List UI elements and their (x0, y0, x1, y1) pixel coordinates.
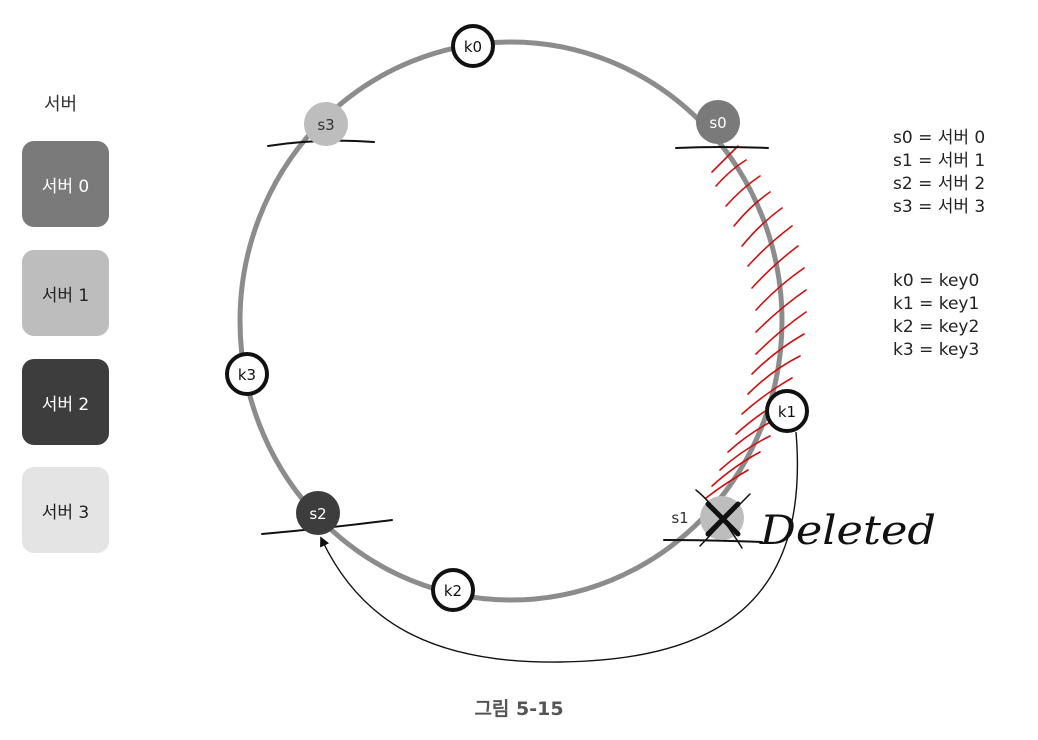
legend-server-1: 서버 1 (22, 250, 109, 336)
ring-key-k1-label: k1 (778, 403, 796, 421)
key-mapping-2: k2 = key2 (893, 317, 980, 337)
key-mapping-3: k3 = key3 (893, 340, 980, 360)
red-hatching (705, 145, 807, 499)
legend-server-1-label: 서버 1 (41, 285, 90, 306)
ring-server-s0: s0 (696, 100, 740, 144)
hash-ring (237, 39, 785, 603)
legend-server-0-label: 서버 0 (41, 176, 90, 197)
tick-mark-s0 (675, 146, 769, 149)
deleted-x-icon (695, 489, 751, 549)
ring-server-s1-label: s1 (671, 509, 688, 527)
server-mapping-2: s2 = 서버 2 (893, 174, 986, 194)
legend-server-3-label: 서버 3 (41, 502, 90, 523)
legend-server-2-label: 서버 2 (41, 394, 90, 415)
key-mapping-1: k1 = key1 (893, 294, 980, 314)
ring-server-s2: s2 (296, 491, 340, 535)
ring-key-k3-label: k3 (238, 366, 256, 384)
server-mapping-0: s0 = 서버 0 (893, 128, 986, 148)
server-mapping-3: s3 = 서버 3 (893, 197, 986, 217)
ring-server-s3-label: s3 (317, 116, 334, 134)
ring-server-s2-label: s2 (309, 505, 326, 523)
ring-key-k2: k2 (431, 568, 475, 612)
ring-key-k0-label: k0 (464, 38, 482, 56)
ring-key-k1: k1 (765, 389, 809, 433)
legend-server-0: 서버 0 (22, 141, 109, 227)
deleted-annotation: Deleted (759, 508, 936, 554)
legend-server-3: 서버 3 (22, 467, 109, 553)
legend-title: 서버 (44, 94, 78, 115)
server-mapping-1: s1 = 서버 1 (893, 151, 986, 171)
server-mapping-list: s0 = 서버 0 s1 = 서버 1 s2 = 서버 2 s3 = 서버 3 (893, 127, 985, 219)
ring-key-k3: k3 (225, 352, 269, 396)
ring-key-k0: k0 (451, 24, 495, 68)
ring-server-s3: s3 (304, 102, 348, 146)
ring-server-s0-label: s0 (709, 114, 726, 132)
figure-caption: 그림 5-15 (474, 698, 564, 720)
legend-server-2: 서버 2 (22, 359, 109, 445)
tick-mark-s1 (663, 539, 763, 543)
ring-key-k2-label: k2 (444, 582, 462, 600)
key-mapping-list: k0 = key0 k1 = key1 k2 = key2 k3 = key3 (893, 270, 979, 362)
relocation-arrow (320, 431, 798, 663)
key-mapping-0: k0 = key0 (893, 271, 980, 291)
